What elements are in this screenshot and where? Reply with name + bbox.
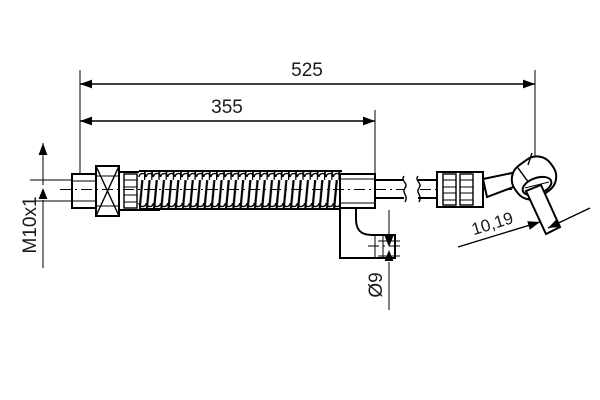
right-crimp-ferrule xyxy=(436,171,518,208)
banjo-eye-fitting xyxy=(510,152,562,236)
bracket-block-upper xyxy=(339,173,376,209)
hex-nut-chamfer-b xyxy=(95,165,120,217)
male-thread-end-fitting xyxy=(56,165,120,217)
bracket-block xyxy=(339,173,400,259)
overall-length-dimension: 525 xyxy=(79,60,536,185)
dim-label-525: 525 xyxy=(291,60,323,81)
thread-nose-body xyxy=(71,173,97,209)
banjo-bore-centerline xyxy=(524,181,550,189)
dim-label-355: 355 xyxy=(211,97,243,118)
hose-length-dimension: 355 xyxy=(80,97,376,178)
rigid-tube xyxy=(60,175,512,203)
l-bracket-tab xyxy=(339,207,396,259)
thread-spec-dimension: M10x1 xyxy=(20,143,90,268)
banjo-leader-line-right xyxy=(547,207,591,229)
right-ferrule-band-1 xyxy=(442,173,457,206)
hose-bead-row-bottom xyxy=(138,202,342,208)
banjo-leader-line-left xyxy=(457,221,541,248)
banjo-top-mark xyxy=(527,152,533,166)
dim-label-m10x1: M10x1 xyxy=(20,196,41,253)
thread-dim-arrowhead-up xyxy=(38,188,48,199)
break-symbol xyxy=(402,175,421,203)
left-ferrule-band-1 xyxy=(123,173,138,209)
bore-diameter-dimension: Ø9 xyxy=(366,210,400,310)
dim-label-bore-diameter: Ø9 xyxy=(366,272,387,297)
right-ferrule-band-2 xyxy=(459,173,474,206)
hose-bead-row-top xyxy=(138,172,342,178)
